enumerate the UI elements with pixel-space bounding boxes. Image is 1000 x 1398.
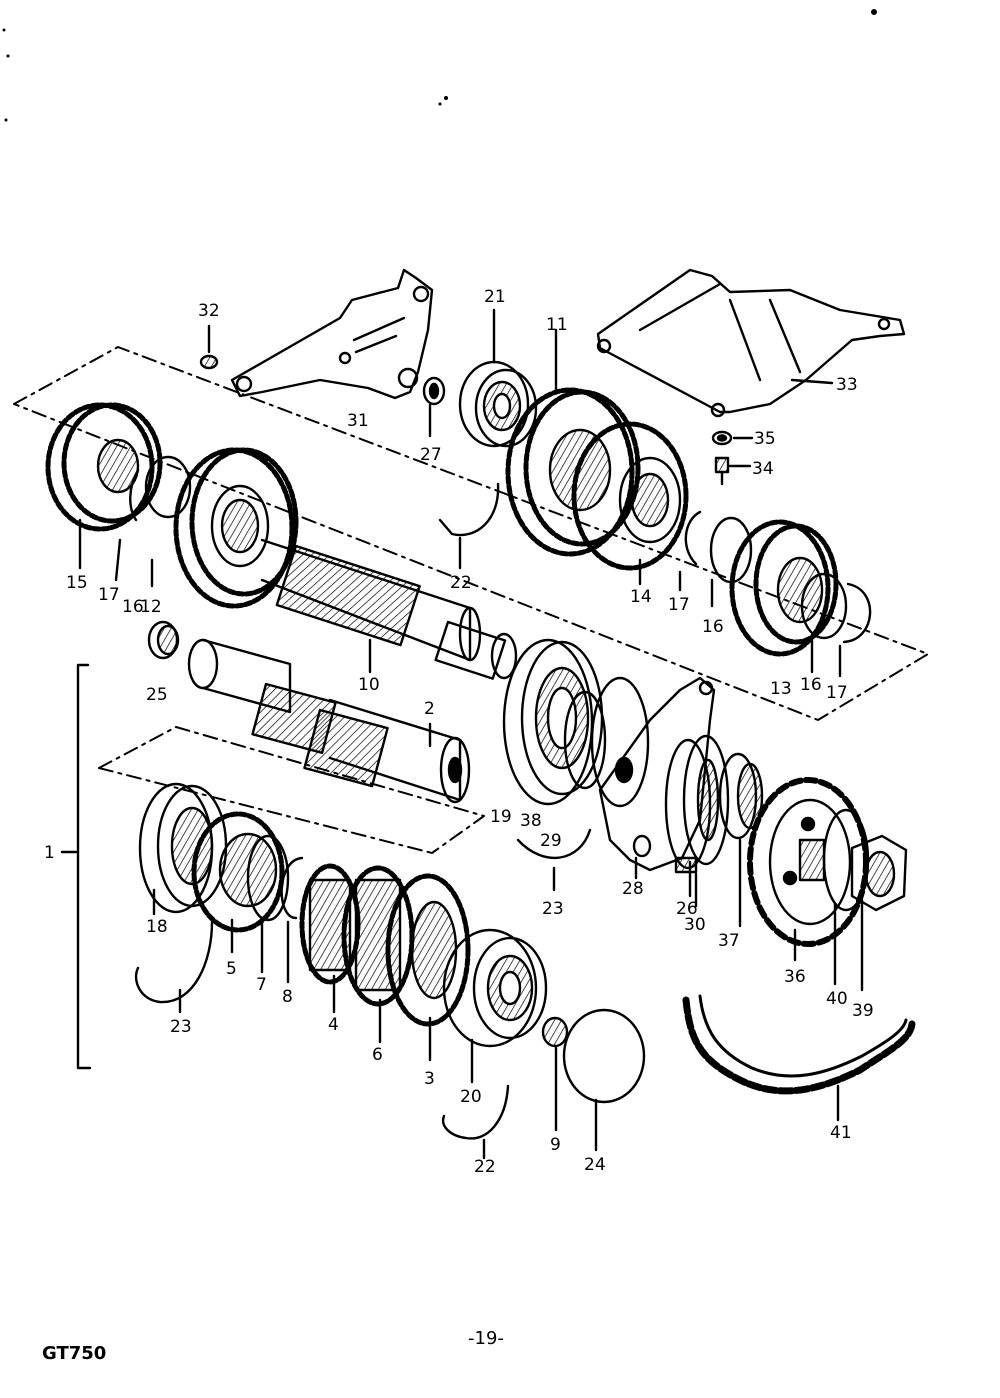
countershaft-part-10 [260,538,518,680]
part-label-5: 5 [226,959,237,979]
cap-part-24 [562,1008,646,1152]
part-label-16b: 16 [702,617,724,637]
gear-part-15 [45,402,163,570]
bush-part-27 [422,376,446,438]
washer-part-7 [246,834,290,922]
part-label-40: 40 [826,989,848,1009]
gear-part-11 [505,328,641,557]
part-label-17a: 17 [98,585,120,605]
part-label-18: 18 [146,917,168,937]
part-label-19: 19 [490,807,512,827]
part-label-14: 14 [630,587,652,607]
assembly-outline-countershaft [13,346,929,721]
bracket-plate-part-31 [230,268,434,400]
gear-part-6 [341,865,415,1044]
part-label-1: 1 [44,843,55,863]
part-label-17b: 17 [668,595,690,615]
washer-part-16-left [144,455,192,519]
part-label-3: 3 [424,1069,435,1089]
nut-part-39 [850,834,908,992]
part-label-41: 41 [830,1123,852,1143]
gear-part-12 [150,447,299,609]
part-label-4: 4 [328,1015,339,1035]
part-labels: 32 21 11 31 27 33 35 34 15 17 16 12 22 1… [44,287,874,1177]
washer-part-35 [711,430,754,446]
part-label-39: 39 [852,1001,874,1021]
part-label-22a: 22 [450,573,472,593]
washer-part-16-right [800,572,848,640]
bearing-part-18 [138,782,228,916]
part-label-36: 36 [784,967,806,987]
part-label-9: 9 [550,1135,561,1155]
part-label-2: 2 [424,699,435,719]
circlip-part-23-left [134,920,214,1004]
assembly-bracket [76,663,92,1070]
part-label-17c: 17 [826,683,848,703]
bearing-part-20 [442,928,548,1084]
part-label-30: 30 [684,915,706,935]
model-code: GT750 [42,1343,107,1364]
part-label-33: 33 [836,375,858,395]
gear-part-14 [571,421,689,586]
part-label-31: 31 [347,411,369,431]
part-label-11: 11 [546,315,568,335]
bearing-part-21 [458,308,538,448]
part-label-12: 12 [140,597,162,617]
part-label-37: 37 [718,931,740,951]
seal-part-38 [563,690,607,790]
part-label-34: 34 [752,459,774,479]
part-label-35: 35 [754,429,776,449]
part-label-24: 24 [584,1155,606,1175]
part-label-26: 26 [676,899,698,919]
page-number: -19- [468,1328,504,1349]
part-label-8: 8 [282,987,293,1007]
part-label-15: 15 [66,573,88,593]
part-label-16c: 16 [800,675,822,695]
spacer-part-37 [718,752,764,928]
bolt-part-30 [674,856,698,908]
part-label-21: 21 [484,287,506,307]
o-ring-part-29 [590,676,650,808]
part-label-25: 25 [146,685,168,705]
cover-plate-part-33 [596,268,906,418]
chain-part-41 [682,994,916,1122]
circlip-part-17-right [842,582,872,644]
driveshaft-part-2 [187,638,471,804]
screw-part-32 [199,324,219,370]
gear-part-4 [299,863,361,1014]
part-label-22b: 22 [474,1157,496,1177]
circlip-part-22-bottom [441,1084,510,1140]
circlip-part-17-middle [684,510,702,566]
part-label-38: 38 [520,811,542,831]
pin-part-9 [541,1016,569,1132]
scan-specks [2,9,877,122]
sprocket-part-36 [747,777,869,962]
part-label-29: 29 [540,831,562,851]
bearing-part-25 [147,620,180,660]
part-label-23b: 23 [170,1017,192,1037]
bearing-part-19 [502,638,604,806]
circlip-part-22-top [438,482,500,537]
part-label-32: 32 [198,301,220,321]
assembly-outline-driveshaft [98,726,485,854]
part-label-20: 20 [460,1087,482,1107]
bolt-part-34 [714,456,752,486]
retainer-part-28 [598,676,716,880]
part-label-27: 27 [420,445,442,465]
gear-part-13 [729,519,839,657]
circlip-part-17-left [129,468,140,522]
part-label-28: 28 [622,879,644,899]
part-label-7: 7 [256,975,267,995]
part-label-6: 6 [372,1045,383,1065]
part-label-10: 10 [358,675,380,695]
part-label-16a: 16 [122,597,144,617]
circlip-part-23-right [516,828,592,860]
part-label-13: 13 [770,679,792,699]
circlip-part-8 [280,856,304,920]
part-label-23a: 23 [542,899,564,919]
